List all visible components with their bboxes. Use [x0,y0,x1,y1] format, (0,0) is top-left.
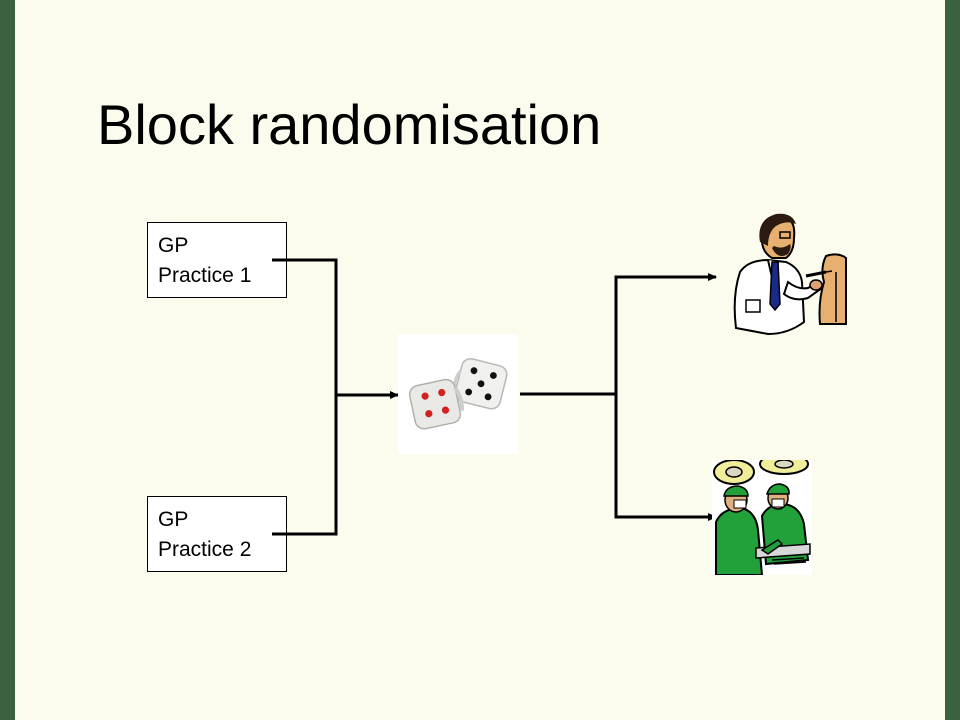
gp-practice-1-box: GP Practice 1 [147,222,287,298]
gp-practice-2-line1: GP [158,508,189,531]
gp-practice-1-line2: Practice 1 [158,264,252,287]
gp-practice-2-line2: Practice 2 [158,538,252,561]
gp-practice-1-line1: GP [158,234,189,257]
gp-practice-2-box: GP Practice 2 [147,496,287,572]
dice-icon [398,334,518,454]
practice-1-connector [272,258,338,395]
practice-2-connector [272,395,338,536]
arm-b-arrow [614,394,717,521]
doctor-injection-icon [733,213,847,336]
slide: Block randomisation GP Practice 1 GP Pra… [15,0,945,720]
slide-title: Block randomisation [97,93,602,156]
arm-a-arrow [614,273,717,394]
surgeons-operating-icon [712,460,812,575]
